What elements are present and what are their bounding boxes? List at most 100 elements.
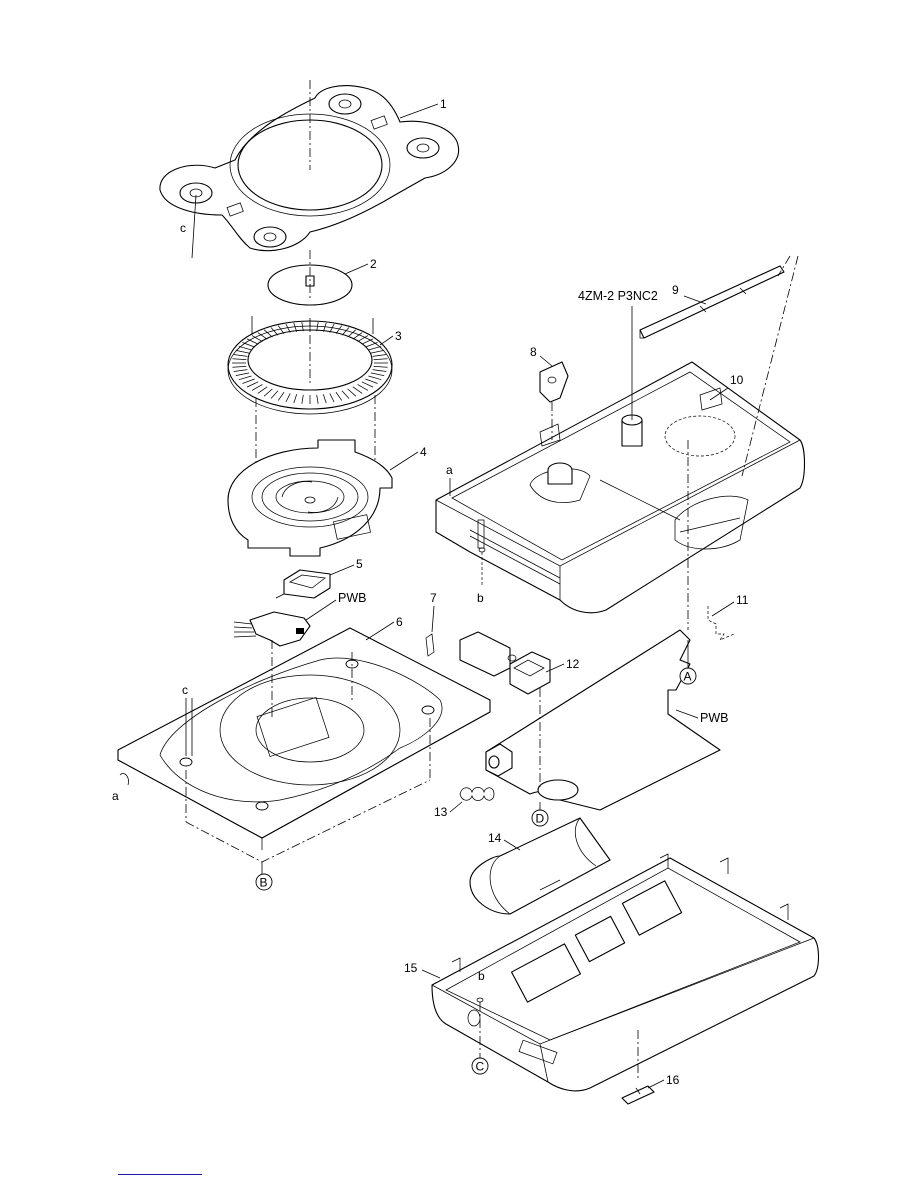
label-part-5: 5 <box>356 557 363 571</box>
ring-tooth <box>238 375 252 381</box>
ring-tooth <box>365 342 378 348</box>
ring-tooth <box>372 369 387 372</box>
ring-tooth <box>246 381 259 388</box>
label-part-7: 7 <box>430 591 437 605</box>
part-16-latch <box>621 1085 655 1105</box>
part-15-bottom-case <box>431 853 820 1092</box>
ring-tooth <box>322 322 327 332</box>
part-13-spring <box>459 787 495 801</box>
ring-tooth <box>335 392 343 401</box>
label-part-16: 16 <box>666 1073 680 1087</box>
label-ref-c-top: c <box>180 221 186 235</box>
part-11-clip <box>707 606 735 641</box>
ring-tooth <box>293 322 298 332</box>
ring-tooth <box>301 394 304 404</box>
ring-tooth <box>285 323 291 333</box>
part-4-mechanism-plate <box>227 439 393 557</box>
label-part-4: 4 <box>420 445 427 459</box>
label-part-15: 15 <box>404 961 418 975</box>
ring-tooth <box>233 354 248 357</box>
ring-tooth <box>263 388 273 397</box>
label-part-14: 14 <box>488 831 502 845</box>
label-part-1: 1 <box>440 97 447 111</box>
ring-tooth <box>277 392 285 401</box>
callout-A: A <box>684 670 692 684</box>
ring-tooth <box>316 322 319 332</box>
ring-tooth <box>293 394 298 404</box>
ring-tooth <box>251 384 263 391</box>
ring-tooth <box>257 332 268 340</box>
label-pwb-right: PWB <box>700 711 728 725</box>
main-case-assembly <box>435 361 806 630</box>
part-6-chassis <box>117 627 491 863</box>
ring-tooth <box>347 329 357 338</box>
ring-tooth <box>329 393 335 403</box>
label-part-9: 9 <box>672 283 679 297</box>
ring-tooth <box>370 349 385 354</box>
ring-tooth <box>361 338 374 345</box>
ring-tooth <box>232 365 247 368</box>
ring-tooth <box>285 393 291 403</box>
part-2-disc <box>267 250 353 306</box>
ring-tooth <box>373 358 388 361</box>
label-ref-a-left: a <box>112 789 119 803</box>
footer-link-underline[interactable] <box>118 1174 202 1175</box>
callout-C: C <box>476 1060 485 1074</box>
pwb-left-board <box>233 611 311 647</box>
ring-tooth <box>242 378 255 384</box>
pwb-right-board <box>485 629 721 811</box>
ring-tooth <box>341 390 350 399</box>
part-14-cover <box>469 817 611 915</box>
ring-tooth <box>257 386 268 394</box>
label-part-2: 2 <box>370 257 377 271</box>
ring-tooth <box>238 345 252 351</box>
callout-B: B <box>260 876 268 890</box>
part-3-ring <box>227 316 393 415</box>
ring-tooth <box>301 322 304 332</box>
label-ref-b-mid: b <box>477 591 484 605</box>
ring-tooth <box>232 358 247 361</box>
ring-tooth <box>246 338 259 345</box>
ring-tooth <box>277 325 285 334</box>
label-part-6: 6 <box>396 615 403 629</box>
ring-tooth <box>235 372 250 377</box>
ring-tooth <box>233 369 248 372</box>
part-8-bracket <box>539 361 569 440</box>
ring-tooth <box>352 386 363 394</box>
label-model-code: 4ZM-2 P3NC2 <box>578 289 658 303</box>
label-ref-c-mid: c <box>182 683 188 697</box>
ring-tooth <box>316 394 319 404</box>
label-part-11: 11 <box>736 593 749 607</box>
ring-tooth <box>365 378 378 384</box>
ring-tooth <box>235 349 250 354</box>
ring-tooth <box>329 323 335 333</box>
ring-tooth <box>322 394 327 404</box>
part-1-top-plate <box>159 80 460 259</box>
label-part-10: 10 <box>730 373 744 387</box>
label-part-13: 13 <box>434 805 448 819</box>
label-part-12: 12 <box>566 657 580 671</box>
part-12-switch-block <box>459 631 551 695</box>
ring-tooth <box>270 390 279 399</box>
part-7-pin <box>425 633 435 657</box>
ring-tooth <box>352 332 363 340</box>
ring-tooth <box>263 329 273 338</box>
label-pwb-left: PWB <box>338 591 366 605</box>
label-part-8: 8 <box>530 345 537 359</box>
label-ref-b-bottom: b <box>478 969 485 983</box>
ring-tooth <box>341 327 350 336</box>
ring-tooth <box>242 342 255 348</box>
ring-tooth <box>370 372 385 377</box>
label-part-3: 3 <box>395 329 402 343</box>
ring-tooth <box>357 335 369 342</box>
ring-tooth <box>368 345 382 351</box>
ring-tooth <box>251 335 263 342</box>
ring-tooth <box>361 381 374 388</box>
label-ref-a-top: a <box>446 463 453 477</box>
ring-tooth <box>372 354 387 357</box>
part-5-connector <box>275 569 331 599</box>
ring-tooth <box>373 365 388 368</box>
ring-tooth <box>357 384 369 391</box>
callout-D: D <box>536 812 545 826</box>
